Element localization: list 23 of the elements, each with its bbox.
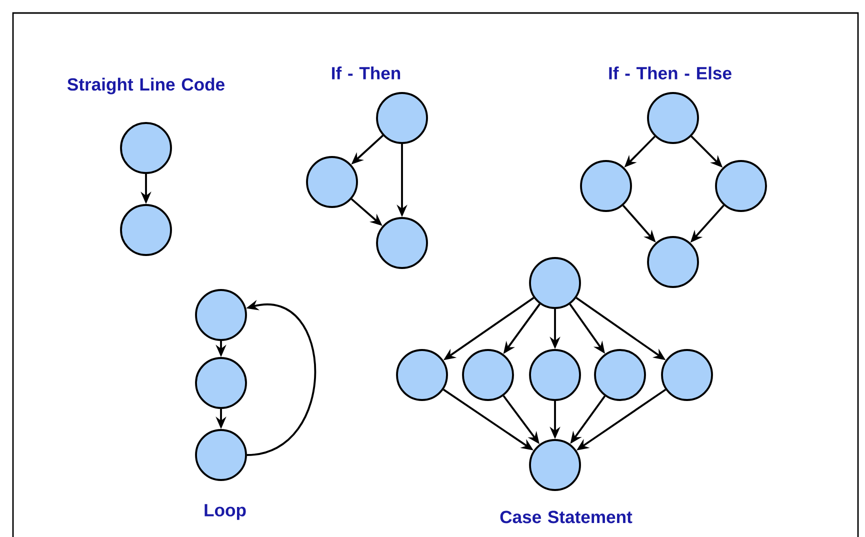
flow-node	[120, 122, 172, 174]
flow-node	[195, 357, 247, 409]
flow-node	[661, 349, 713, 401]
group-title: Case Statement	[500, 510, 632, 524]
flow-node	[580, 160, 632, 212]
flow-node	[647, 92, 699, 144]
group-title: If - Then	[332, 66, 400, 80]
flow-node	[396, 349, 448, 401]
flow-node	[376, 92, 428, 144]
flow-node	[594, 349, 646, 401]
flow-node	[120, 204, 172, 256]
flow-node	[647, 236, 699, 288]
flow-node	[195, 429, 247, 481]
flow-node	[529, 439, 581, 491]
flow-node	[195, 289, 247, 341]
flow-node	[462, 349, 514, 401]
flow-node	[376, 217, 428, 269]
flow-node	[529, 349, 581, 401]
group-title: Loop	[204, 504, 246, 520]
flow-node	[715, 160, 767, 212]
flow-node	[306, 156, 358, 208]
group-title: Straight Line Code	[67, 78, 224, 94]
flow-node	[529, 257, 581, 309]
